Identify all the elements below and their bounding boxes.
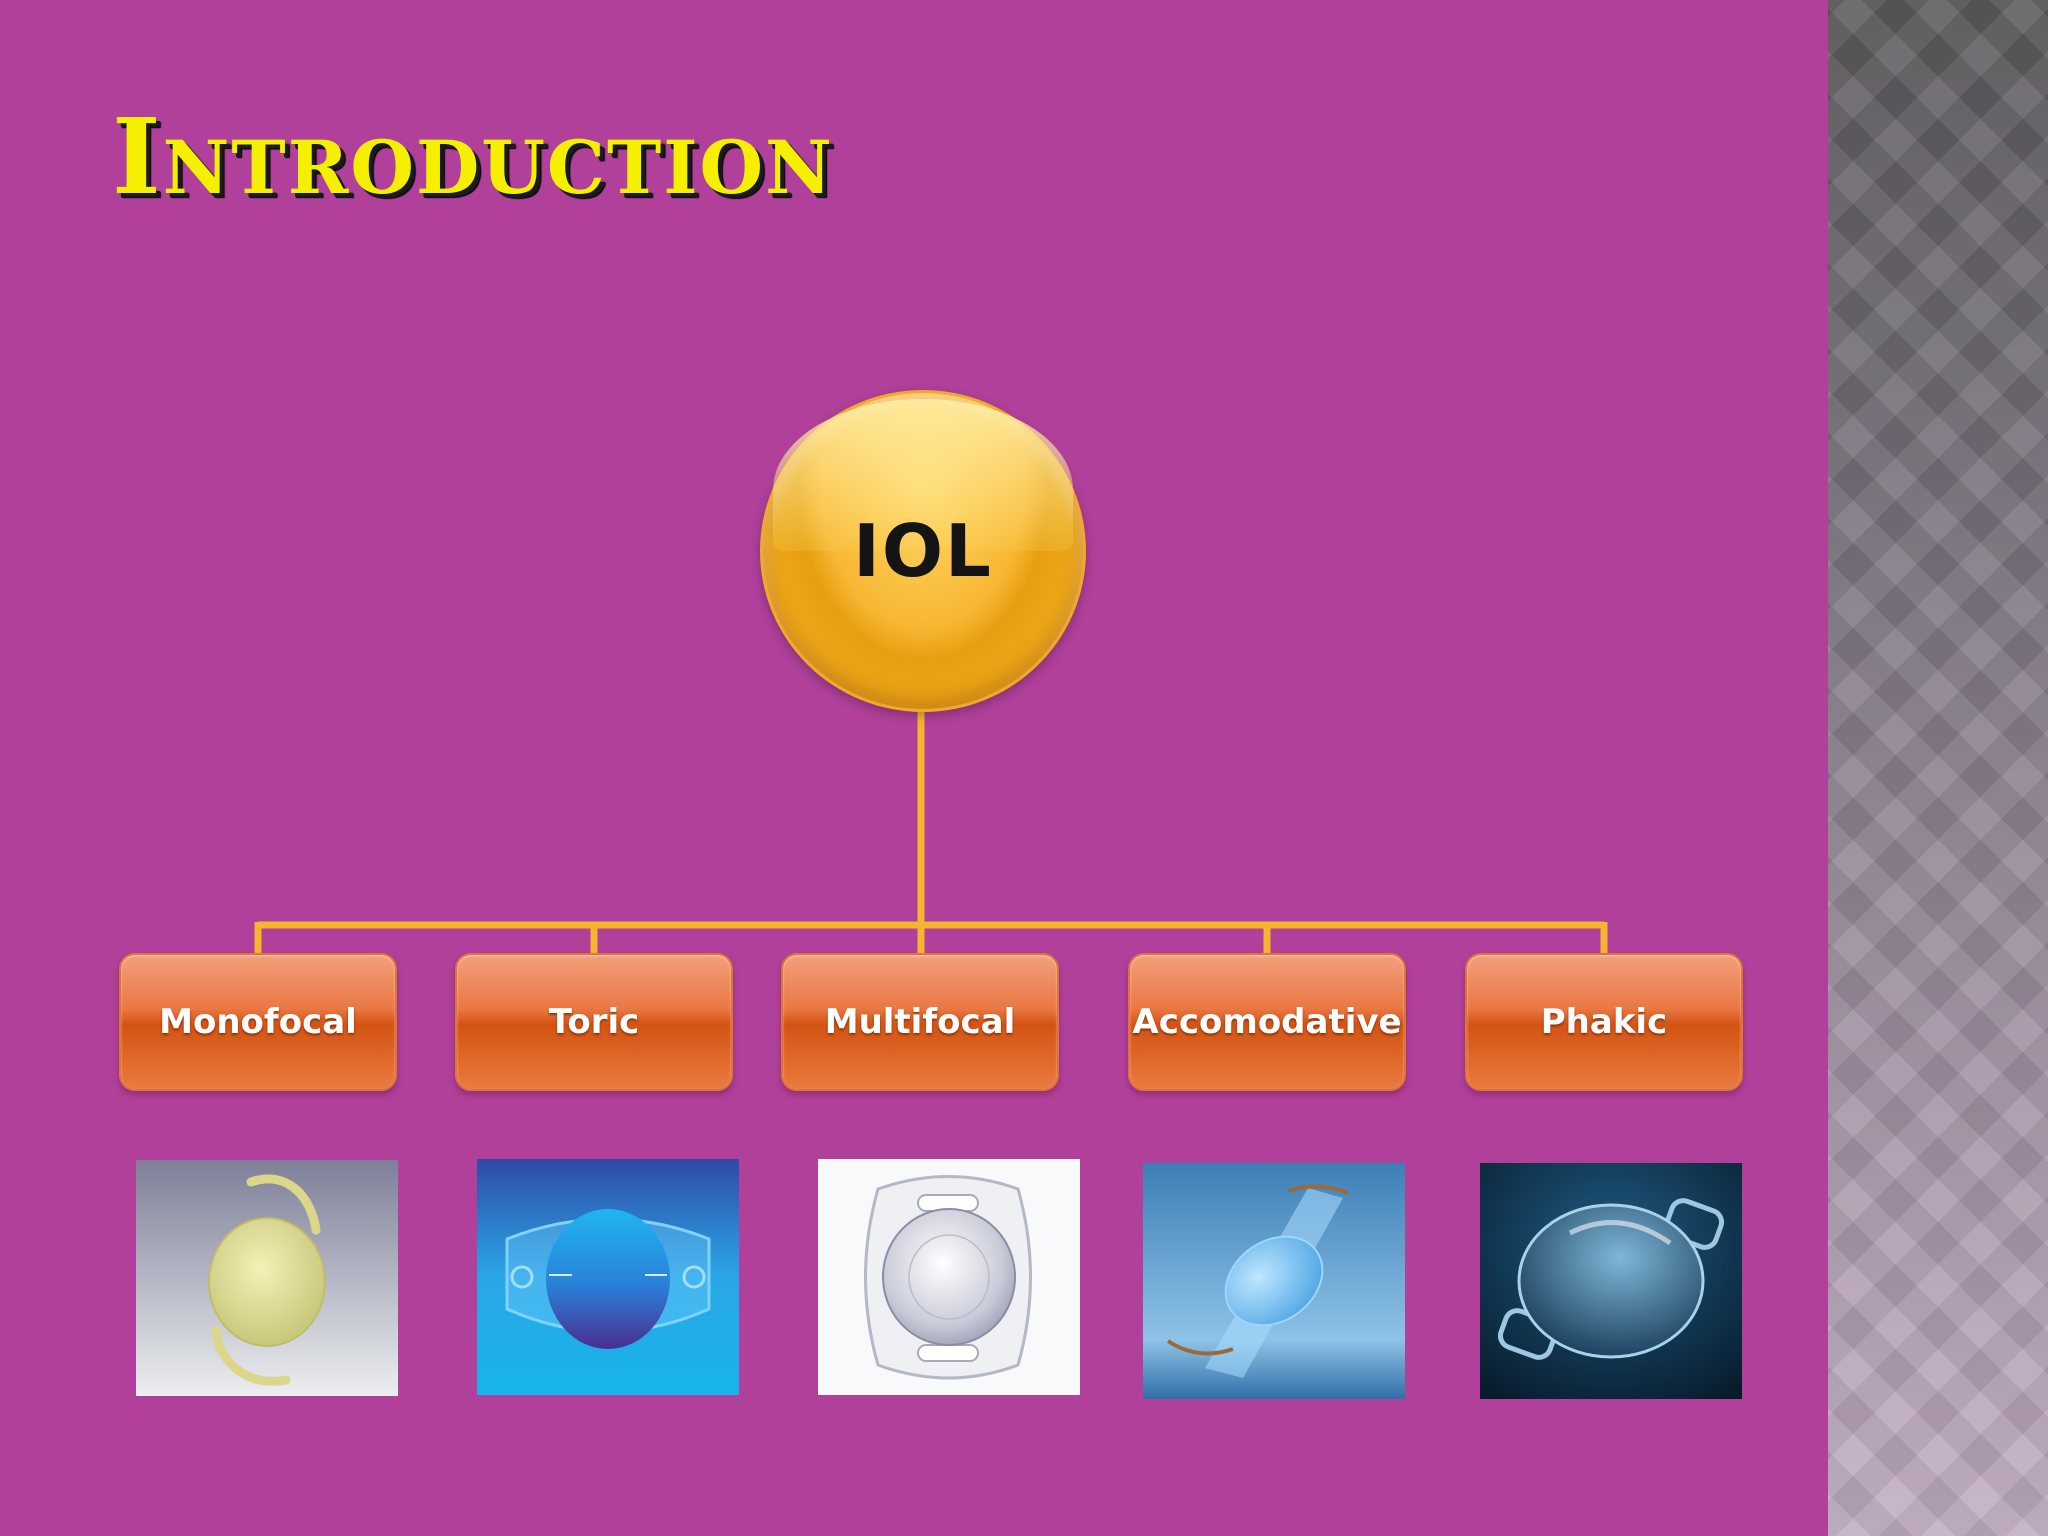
node-label: Phakic (1540, 1002, 1668, 1042)
node-accomodative: Accomodative (1128, 953, 1406, 1091)
slide-title: Introduction (112, 95, 834, 218)
toric-lens-image (477, 1159, 739, 1395)
multifocal-lens-image (818, 1159, 1080, 1395)
node-toric: Toric (455, 953, 733, 1091)
hierarchy-connectors (254, 700, 1608, 955)
root-label: IOL (853, 509, 993, 593)
node-phakic: Phakic (1465, 953, 1743, 1091)
node-label: Toric (548, 1002, 640, 1042)
side-decoration-panel (1828, 0, 2048, 1536)
node-multifocal: Multifocal (781, 953, 1059, 1091)
iol-root-node: IOL (760, 390, 1086, 712)
node-label: Multifocal (824, 1002, 1016, 1042)
node-label: Monofocal (159, 1002, 357, 1042)
node-monofocal: Monofocal (119, 953, 397, 1091)
accomodative-lens-image (1143, 1163, 1405, 1399)
monofocal-lens-image (136, 1160, 398, 1396)
slide: Introduction IOL Monofocal Toric Multifo… (112, 95, 1743, 1399)
node-label: Accomodative (1132, 1002, 1402, 1042)
phakic-lens-image (1480, 1163, 1742, 1399)
